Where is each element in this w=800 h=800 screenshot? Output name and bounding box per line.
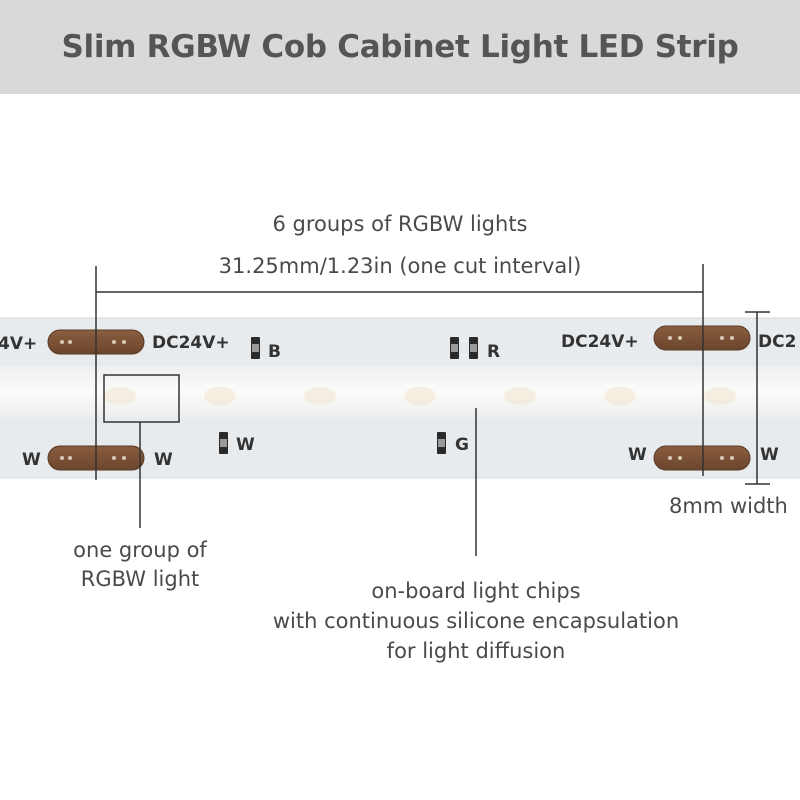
group-callout-line2: RGBW light: [80, 567, 200, 591]
chips-callout-line3: for light diffusion: [386, 639, 566, 663]
resistor-b: [251, 337, 260, 359]
groups-label: 6 groups of RGBW lights: [272, 212, 528, 236]
pad-label-w-bottom-left: W: [22, 450, 41, 470]
resistor-r-1: [450, 337, 459, 359]
channel-label-r: R: [487, 342, 500, 362]
pad-label-w-bottom-mid: W: [154, 450, 173, 470]
light-chips: [104, 387, 736, 405]
rgbw-group-highlight: [103, 374, 180, 423]
resistor-r-2: [469, 337, 478, 359]
pad-label-w-bottom-right-2: W: [760, 445, 779, 465]
cut-interval-dimension: [95, 264, 704, 480]
edge-label-top-left: 4V+: [0, 334, 37, 354]
channel-label-g: G: [455, 435, 469, 455]
group-callout-line1: one group of: [73, 538, 207, 562]
copper-pad-bottom-right: [653, 445, 751, 471]
pad-label-w-bottom-right-1: W: [628, 445, 647, 465]
channel-label-b: B: [268, 342, 281, 362]
chips-callout-line1: on-board light chips: [371, 579, 581, 603]
pad-label-dc24v-1: DC24V+: [152, 333, 230, 353]
cut-interval-label: 31.25mm/1.23in (one cut interval): [218, 254, 582, 278]
resistor-w: [219, 432, 228, 454]
copper-pad-top-right: [653, 325, 751, 351]
page-title: Slim RGBW Cob Cabinet Light LED Strip: [61, 29, 739, 65]
edge-label-top-right: DC2: [758, 332, 796, 352]
chips-callout-line2: with continuous silicone encapsulation: [272, 609, 680, 633]
header-bar: Slim RGBW Cob Cabinet Light LED Strip: [0, 0, 800, 94]
pad-label-dc24v-2: DC24V+: [561, 332, 639, 352]
resistor-g: [437, 432, 446, 454]
width-dimension: [745, 311, 770, 485]
channel-label-w: W: [236, 435, 255, 455]
width-label: 8mm width: [669, 494, 788, 518]
